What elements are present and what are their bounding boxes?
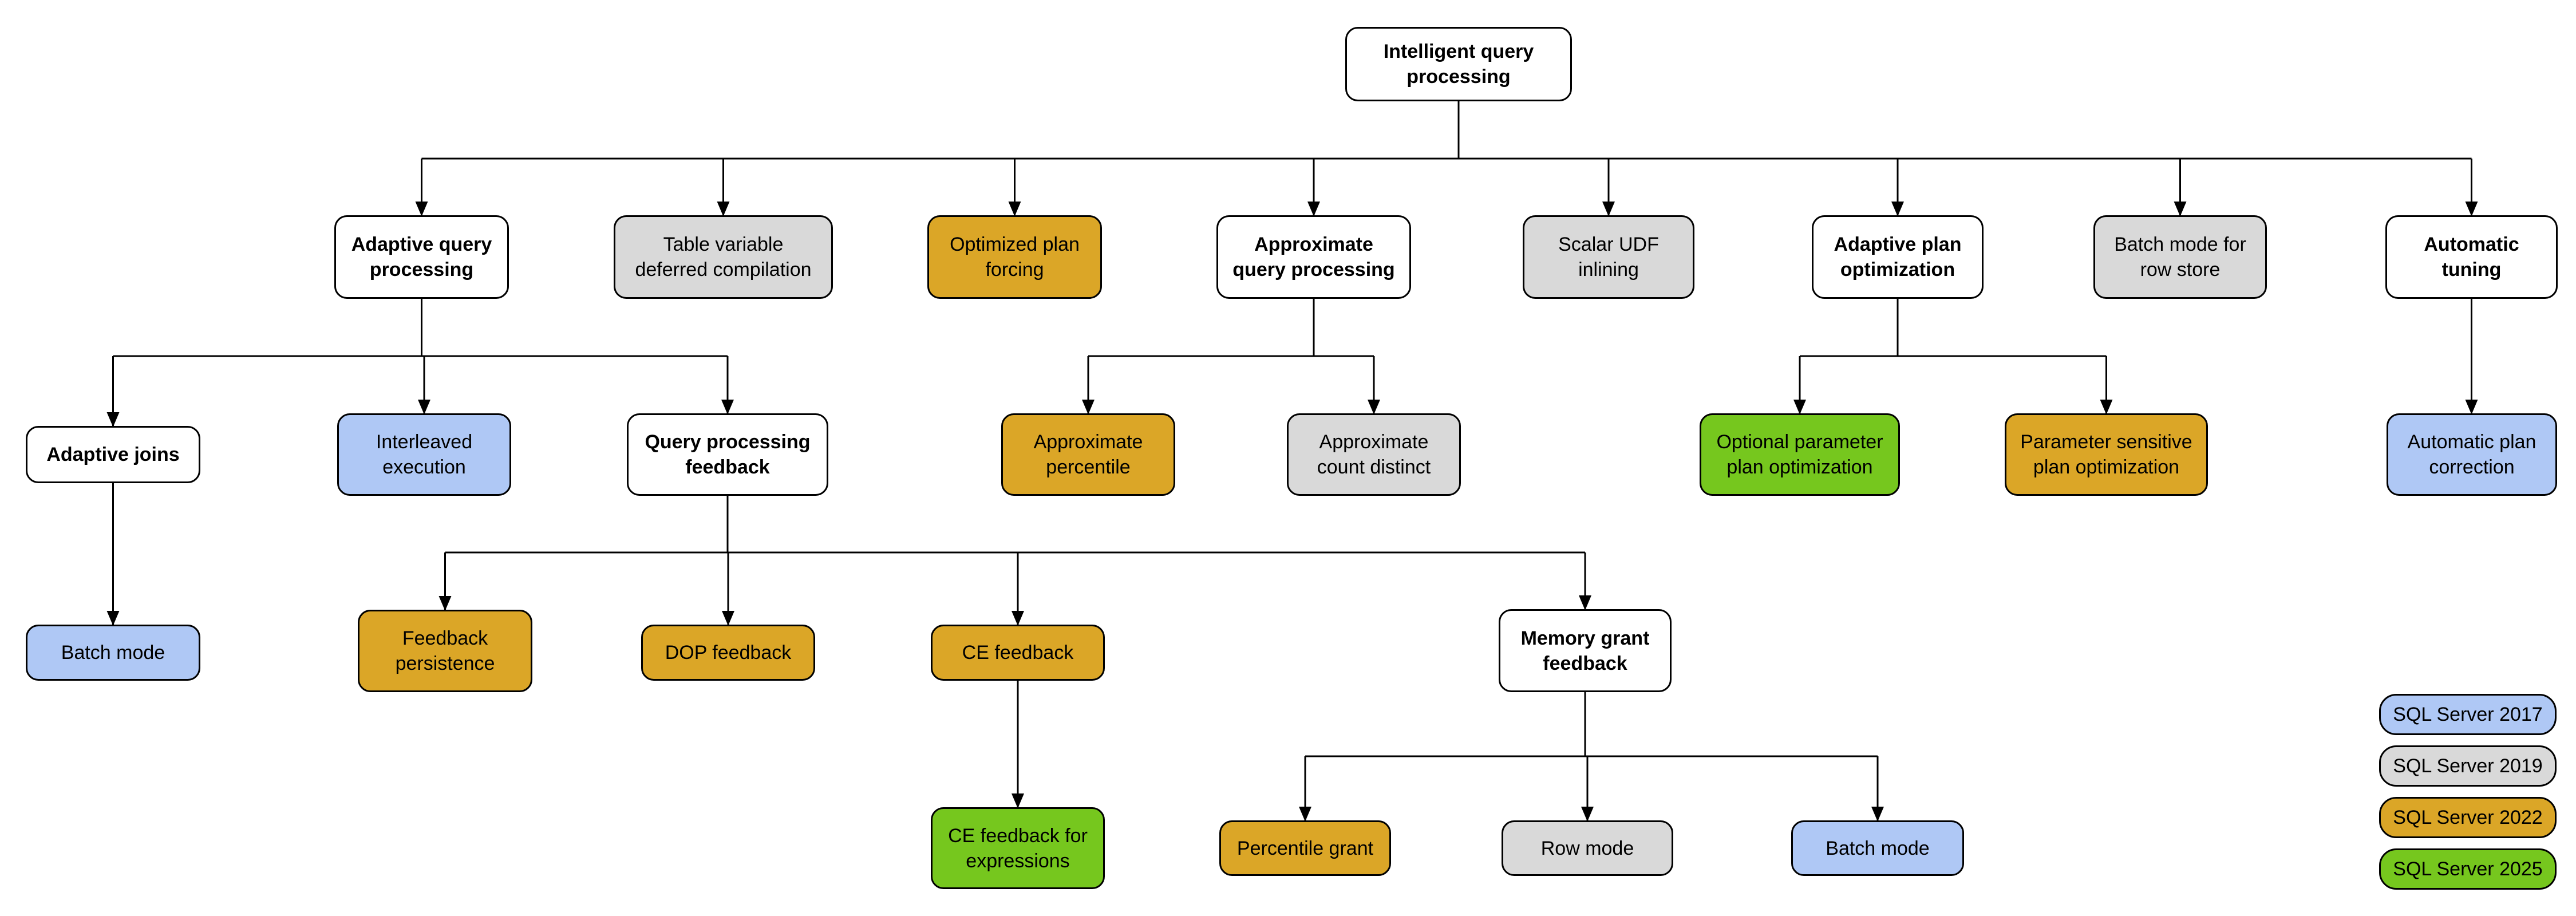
node-cefe: CE feedback for expressions xyxy=(931,807,1105,889)
node-label: Batch mode xyxy=(1826,837,1930,859)
node-acd: Approximate count distinct xyxy=(1287,413,1461,496)
node-qpf: Query processing feedback xyxy=(627,413,828,496)
node-sudf: Scalar UDF inlining xyxy=(1523,215,1694,299)
legend-label: SQL Server 2017 xyxy=(2393,704,2543,725)
node-label: Interleaved execution xyxy=(376,431,473,478)
legend-label: SQL Server 2025 xyxy=(2393,858,2543,880)
node-label: Row mode xyxy=(1540,837,1634,859)
node-mgf: Memory grant feedback xyxy=(1499,609,1672,692)
node-label: Parameter sensitive plan optimization xyxy=(2020,431,2192,478)
node-label: Adaptive plan optimization xyxy=(1834,234,1962,281)
node-apct: Approximate percentile xyxy=(1001,413,1175,496)
node-label: Batch mode xyxy=(61,642,165,664)
node-rm: Row mode xyxy=(1502,820,1673,876)
node-apc: Automatic plan correction xyxy=(2387,413,2557,496)
node-tvdc: Table variable deferred compilation xyxy=(614,215,833,299)
node-opf: Optimized plan forcing xyxy=(927,215,1102,299)
node-label: Memory grant feedback xyxy=(1520,627,1650,674)
node-label: Query processing feedback xyxy=(645,431,811,478)
node-label: Optional parameter plan optimization xyxy=(1716,431,1883,478)
node-oppo: Optional parameter plan optimization xyxy=(1700,413,1900,496)
legend-item-sql-server-2022: SQL Server 2022 xyxy=(2379,797,2557,838)
node-label: Automatic tuning xyxy=(2424,234,2519,281)
node-label: Approximate count distinct xyxy=(1317,431,1431,478)
node-label: Feedback persistence xyxy=(395,627,495,674)
node-ie: Interleaved execution xyxy=(337,413,511,496)
node-label: Percentile grant xyxy=(1236,837,1374,859)
legend-label: SQL Server 2022 xyxy=(2393,807,2543,828)
node-aqp: Adaptive query processing xyxy=(334,215,509,299)
legend-label: SQL Server 2019 xyxy=(2393,755,2543,777)
node-fp: Feedback persistence xyxy=(358,610,532,692)
node-bm1: Batch mode xyxy=(26,625,200,681)
legend-item-sql-server-2017: SQL Server 2017 xyxy=(2379,694,2557,735)
node-bmrs: Batch mode for row store xyxy=(2093,215,2267,299)
node-at: Automatic tuning xyxy=(2385,215,2558,299)
node-cef: CE feedback xyxy=(931,625,1105,681)
node-label: Automatic plan correction xyxy=(2407,431,2537,478)
node-aj: Adaptive joins xyxy=(26,426,200,483)
node-label: Adaptive joins xyxy=(46,444,180,465)
node-label: Optimized plan forcing xyxy=(950,234,1080,281)
node-iqp: Intelligent query processing xyxy=(1345,27,1572,101)
node-label: Table variable deferred compilation xyxy=(635,234,812,281)
node-pg: Percentile grant xyxy=(1219,820,1391,876)
node-label: Approximate query processing xyxy=(1232,234,1395,281)
node-apo: Adaptive plan optimization xyxy=(1812,215,1984,299)
legend-item-sql-server-2025: SQL Server 2025 xyxy=(2379,848,2557,890)
node-label: CE feedback xyxy=(962,642,1074,664)
legend-item-sql-server-2019: SQL Server 2019 xyxy=(2379,745,2557,787)
node-dopf: DOP feedback xyxy=(641,625,815,681)
node-label: Approximate percentile xyxy=(1033,431,1143,478)
node-label: Batch mode for row store xyxy=(2114,234,2246,281)
node-label: Scalar UDF inlining xyxy=(1558,234,1659,281)
node-pspo: Parameter sensitive plan optimization xyxy=(2005,413,2208,496)
node-label: Adaptive query processing xyxy=(351,234,492,281)
node-label: CE feedback for expressions xyxy=(948,824,1088,872)
node-label: Intelligent query processing xyxy=(1383,41,1534,88)
node-label: DOP feedback xyxy=(665,642,792,664)
node-bm2: Batch mode xyxy=(1791,820,1964,876)
node-aqproc: Approximate query processing xyxy=(1216,215,1411,299)
